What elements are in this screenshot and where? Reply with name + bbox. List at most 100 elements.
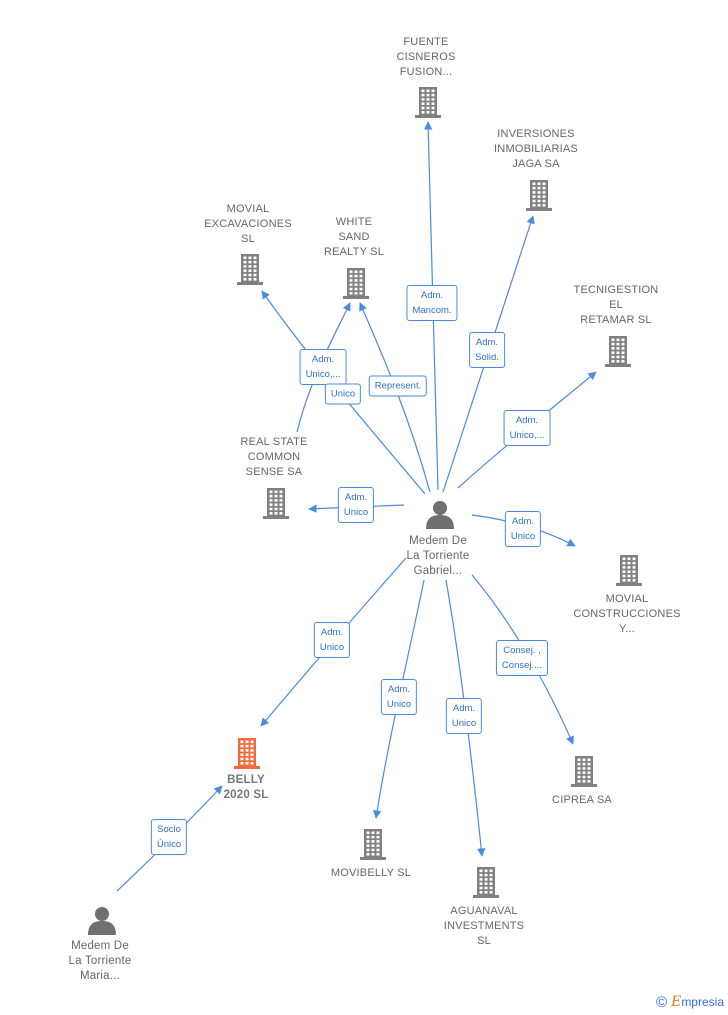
- relation-label-gabriel-to-ciprea[interactable]: Consej. , Consej....: [495, 640, 549, 676]
- building-icon[interactable]: [261, 487, 291, 524]
- relation-label-line: Único: [156, 839, 182, 850]
- person-icon[interactable]: [425, 499, 455, 534]
- relation-label-line: Unico: [510, 531, 536, 542]
- relation-label-line: Adm.: [344, 492, 368, 503]
- node-label-line: TECNIGESTION: [573, 284, 659, 296]
- relation-label-gabriel-to-real_state[interactable]: Adm. Unico: [337, 487, 375, 523]
- relation-label-gabriel-to-movial_con[interactable]: Adm. Unico: [504, 511, 542, 547]
- relation-label-line: Unico: [330, 388, 356, 400]
- node-label-line: REALTY SL: [323, 246, 385, 258]
- relation-label-line: Adm.: [511, 516, 535, 527]
- node-label-line: REAL STATE: [240, 436, 308, 448]
- node-label-movial-con[interactable]: MOVIAL CONSTRUCCIONES Y...: [573, 592, 680, 637]
- node-label-line: CIPREA SA: [552, 794, 612, 806]
- node-label-line: Gabriel...: [413, 565, 463, 577]
- empresia-watermark: ©Empresia: [656, 994, 724, 1011]
- node-label-line: AGUANAVAL: [450, 905, 518, 917]
- relation-label-line: Adm.: [420, 290, 444, 301]
- node-label-line: BELLY: [227, 774, 265, 786]
- building-icon[interactable]: [358, 828, 388, 865]
- relation-label-gabriel-to-movibelly[interactable]: Adm.Unico: [380, 679, 418, 715]
- node-label-line: INVERSIONES: [497, 128, 575, 140]
- edge-gabriel-to-white_sand: [359, 302, 431, 493]
- node-label-line: SAND: [338, 231, 370, 243]
- node-label-line: INVESTMENTS: [443, 920, 525, 932]
- node-label-ciprea[interactable]: CIPREA SA: [552, 793, 612, 808]
- node-label-belly[interactable]: BELLY 2020 SL: [224, 773, 269, 803]
- node-label-line: La Torriente: [68, 955, 132, 967]
- relation-label-line: Unico,...: [509, 430, 545, 441]
- node-label-line: Maria...: [80, 970, 120, 982]
- relation-label-line: Adm.: [311, 354, 335, 365]
- node-label-line: La Torriente: [406, 550, 470, 562]
- building-icon[interactable]: [614, 554, 644, 591]
- node-label-line: INMOBILIARIAS: [494, 143, 578, 155]
- relation-label-real_state-to-white_sand[interactable]: Unico: [324, 383, 362, 405]
- brand-name: mpresia: [681, 995, 724, 1009]
- node-label-line: Medem De: [71, 940, 129, 952]
- building-icon[interactable]: [235, 253, 265, 290]
- node-label-line: RETAMAR SL: [580, 314, 652, 326]
- node-label-white-sand[interactable]: WHITE SAND REALTY SL: [324, 215, 384, 260]
- relation-label-line: Unico,...: [305, 369, 341, 380]
- relation-label-gabriel-to-inversiones[interactable]: Adm. Solid.: [469, 332, 505, 368]
- node-label-line: Medem De: [409, 535, 467, 547]
- node-label-line: COMMON: [247, 451, 301, 463]
- node-label-fuente[interactable]: FUENTE CISNEROS FUSION...: [396, 35, 455, 80]
- relation-label-gabriel-to-white_sand[interactable]: Represent.: [368, 375, 428, 397]
- building-icon[interactable]: [569, 755, 599, 792]
- node-label-line: FUSION...: [399, 66, 453, 78]
- brand-initial: E: [671, 994, 682, 1010]
- relation-label-line: Solid.: [475, 352, 499, 363]
- node-label-line: MOVIBELLY SL: [330, 867, 412, 879]
- relation-label-line: Consej....: [501, 660, 543, 671]
- node-label-aguanaval[interactable]: AGUANAVAL INVESTMENTS SL: [444, 904, 524, 949]
- node-label-line: MOVIAL: [605, 593, 649, 605]
- node-label-real-state[interactable]: REAL STATE COMMON SENSE SA: [240, 435, 307, 480]
- relation-label-gabriel-to-movial_exc[interactable]: Adm. Unico,...: [299, 349, 347, 385]
- building-icon[interactable]: [524, 179, 554, 216]
- node-label-tecnigestion[interactable]: TECNIGESTION EL RETAMAR SL: [574, 283, 659, 328]
- node-label-line: SL: [477, 935, 491, 947]
- relation-label-line: Unico: [386, 699, 412, 710]
- relation-label-line: Unico: [319, 642, 345, 653]
- relation-label-line: Adm.: [515, 415, 539, 426]
- node-label-line: CISNEROS: [396, 51, 456, 63]
- node-label-line: EXCAVACIONES: [204, 218, 292, 230]
- building-icon[interactable]: [603, 335, 633, 372]
- relation-label-gabriel-to-belly[interactable]: Adm. Unico: [313, 622, 351, 658]
- node-label-line: FUENTE: [403, 36, 449, 48]
- node-label-line: WHITE: [335, 216, 373, 228]
- node-label-inversiones[interactable]: INVERSIONES INMOBILIARIAS JAGA SA: [494, 127, 578, 172]
- node-label-line: EL: [609, 299, 623, 311]
- node-label-line: Y...: [619, 623, 635, 635]
- building-icon[interactable]: [413, 86, 443, 123]
- node-label-movibelly[interactable]: MOVIBELLY SL: [331, 866, 411, 881]
- relation-label-line: Unico: [451, 718, 477, 729]
- relation-label-line: Adm.: [475, 337, 499, 348]
- copyright-icon: ©: [656, 994, 668, 1011]
- relation-label-line: Socio: [157, 824, 181, 835]
- node-label-line: CONSTRUCCIONES: [573, 608, 681, 620]
- focus-building-icon[interactable]: [232, 737, 262, 774]
- node-label-line: MOVIAL: [226, 203, 270, 215]
- relation-label-line: Unico: [343, 507, 369, 518]
- building-icon[interactable]: [341, 267, 371, 304]
- relation-label-line: Mancom.: [412, 305, 452, 316]
- relation-label-gabriel-to-tecnigestion[interactable]: Adm. Unico,...: [503, 410, 551, 446]
- relation-label-line: Adm.: [320, 627, 344, 638]
- building-icon[interactable]: [471, 866, 501, 903]
- node-label-line: JAGA SA: [512, 158, 560, 170]
- relation-label-gabriel-to-fuente[interactable]: Adm. Mancom.: [406, 285, 458, 321]
- relation-label-line: Represent.: [374, 380, 422, 392]
- node-label-line: 2020 SL: [223, 789, 269, 801]
- person-icon[interactable]: [87, 905, 117, 940]
- relation-label-line: Consej. ,: [503, 645, 541, 656]
- relation-label-gabriel-to-aguanaval[interactable]: Adm.Unico: [445, 698, 483, 734]
- node-label-line: SENSE SA: [245, 466, 303, 478]
